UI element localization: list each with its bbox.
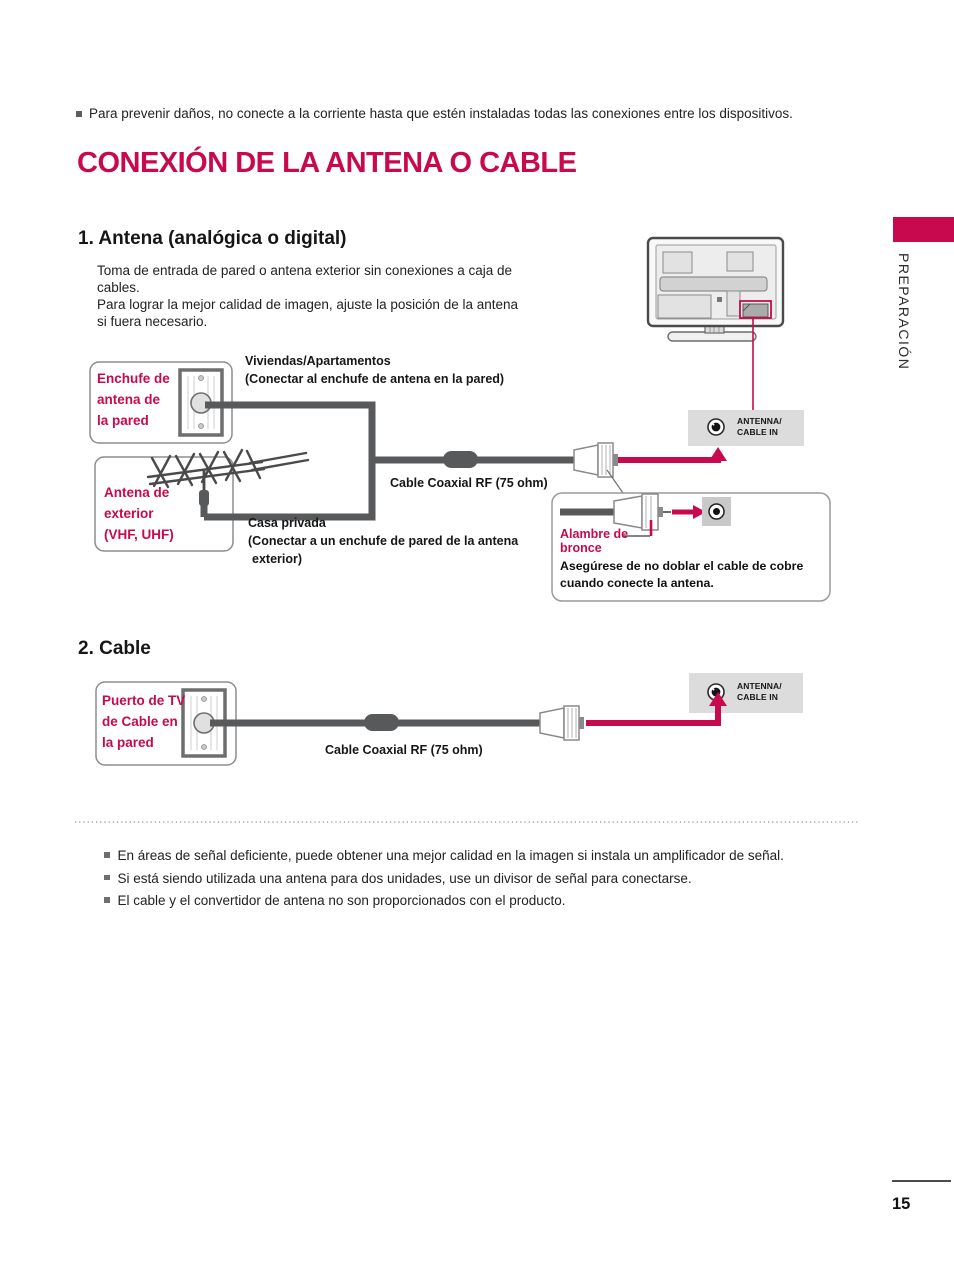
chapter-sidebar-label: PREPARACIÓN — [896, 253, 912, 371]
port-highlight-outline — [739, 300, 772, 319]
note-line: Asegúrese de no doblar el cable de cobre — [560, 559, 804, 573]
label-line: la pared — [102, 735, 154, 750]
note-item: En áreas de señal deficiente, puede obte… — [104, 845, 794, 867]
note-text: Si está siendo utilizada una antena para… — [117, 870, 692, 886]
caption-subtitle: (Conectar al enchufe de antena en la par… — [245, 372, 505, 386]
caption-subtitle: (Conectar a un enchufe de pared de la an… — [248, 534, 519, 548]
tv-small-hole — [717, 297, 722, 302]
private-house-caption: Casa privada (Conectar a un enchufe de p… — [248, 514, 518, 568]
label-line: antena de — [97, 392, 161, 407]
square-bullet-icon — [76, 111, 82, 117]
cable-port-label: Puerto de TV de Cable en la pared — [102, 690, 185, 753]
label-line: Alambre de — [560, 527, 629, 541]
screw-icon — [201, 696, 207, 702]
paragraph-line: Para lograr la mejor calidad de imagen, … — [97, 297, 519, 329]
ferrite-bead — [443, 451, 478, 468]
square-bullet-icon — [104, 852, 110, 858]
note-text: El cable y el convertidor de antena no s… — [117, 893, 566, 908]
caption-subtitle: exterior) — [252, 552, 303, 566]
tv-antenna-port — [742, 303, 769, 318]
coax-connector-icon — [573, 442, 618, 478]
screw-icon — [198, 375, 204, 381]
copper-wire-label: Alambre de bronce — [560, 527, 628, 555]
jack-label-line: ANTENNA/ — [737, 416, 782, 426]
page-title: CONEXIÓN DE LA ANTENA O CABLE — [77, 147, 577, 179]
tv-rear-illustration — [646, 236, 785, 342]
ferrite-bead — [364, 714, 399, 731]
label-line: Antena de — [104, 485, 170, 500]
callout-pointer-line — [606, 469, 624, 494]
square-bullet-icon — [104, 897, 110, 903]
label-line: Puerto de TV — [102, 693, 186, 708]
antenna-cable-in-label-1: ANTENNA/ CABLE IN — [737, 416, 782, 437]
jack-label-line: CABLE IN — [737, 691, 778, 702]
jack-label-line: ANTENNA/ — [737, 681, 782, 691]
section1-paragraph: Toma de entrada de pared o antena exteri… — [97, 262, 521, 330]
page-number: 15 — [892, 1195, 911, 1213]
antenna-cable-in-label-2: ANTENNA/ CABLE IN — [737, 681, 782, 702]
note-line: cuando conecte la antena. — [560, 575, 714, 590]
connection-arrow — [618, 447, 727, 463]
note-text: En áreas de señal deficiente, puede obte… — [117, 848, 784, 863]
label-line: Enchufe de — [97, 371, 170, 386]
note-item: El cable y el convertidor de antena no s… — [104, 890, 794, 912]
label-line: bronce — [560, 541, 602, 555]
jack-label-line: CABLE IN — [737, 426, 778, 437]
warning-text: Para prevenir daños, no conecte a la cor… — [89, 106, 793, 121]
outdoor-antenna-label-box — [94, 456, 234, 552]
caption-title: Casa privada — [248, 516, 326, 530]
antenna-cable-in-panel — [689, 673, 803, 713]
insert-arrow — [672, 505, 706, 519]
note-item: Si está siendo utilizada una antena para… — [104, 868, 794, 890]
coax-connector-icon — [613, 493, 671, 531]
jack-port-icon — [702, 497, 731, 526]
label-line: la pared — [97, 413, 149, 428]
apartments-caption: Viviendas/Apartamentos (Conectar al ench… — [245, 352, 504, 388]
caption-title: Viviendas/Apartamentos — [245, 354, 391, 368]
coax-connector-icon — [539, 705, 584, 741]
connection-arrow — [586, 692, 727, 726]
square-bullet-icon — [104, 874, 110, 880]
outdoor-antenna-icon — [146, 448, 310, 496]
screw-icon — [198, 423, 204, 429]
section1-heading: 1. Antena (analógica o digital) — [78, 228, 347, 249]
section2-heading: 2. Cable — [78, 638, 151, 659]
top-warning-note: Para prevenir daños, no conecte a la cor… — [76, 106, 793, 121]
label-line: exterior — [104, 506, 154, 521]
wall-outlet-label: Enchufe de antena de la pared — [97, 368, 170, 431]
paragraph-line: Toma de entrada de pared o antena exteri… — [97, 263, 513, 295]
antenna-cable-in-panel — [688, 410, 804, 446]
coax-cable-label-1: Cable Coaxial RF (75 ohm) — [390, 476, 548, 490]
screw-icon — [201, 744, 207, 750]
outdoor-antenna-label: Antena de exterior (VHF, UHF) — [104, 482, 174, 545]
label-line: de Cable en — [102, 714, 178, 729]
footnotes: En áreas de señal deficiente, puede obte… — [104, 845, 794, 913]
copper-wire-warning: Asegúrese de no doblar el cable de cobre… — [560, 558, 803, 591]
copper-wire-callout-box — [551, 492, 831, 602]
coax-cable-label-2: Cable Coaxial RF (75 ohm) — [325, 743, 483, 757]
label-line: (VHF, UHF) — [104, 527, 174, 542]
chapter-tab-bar — [893, 217, 954, 242]
